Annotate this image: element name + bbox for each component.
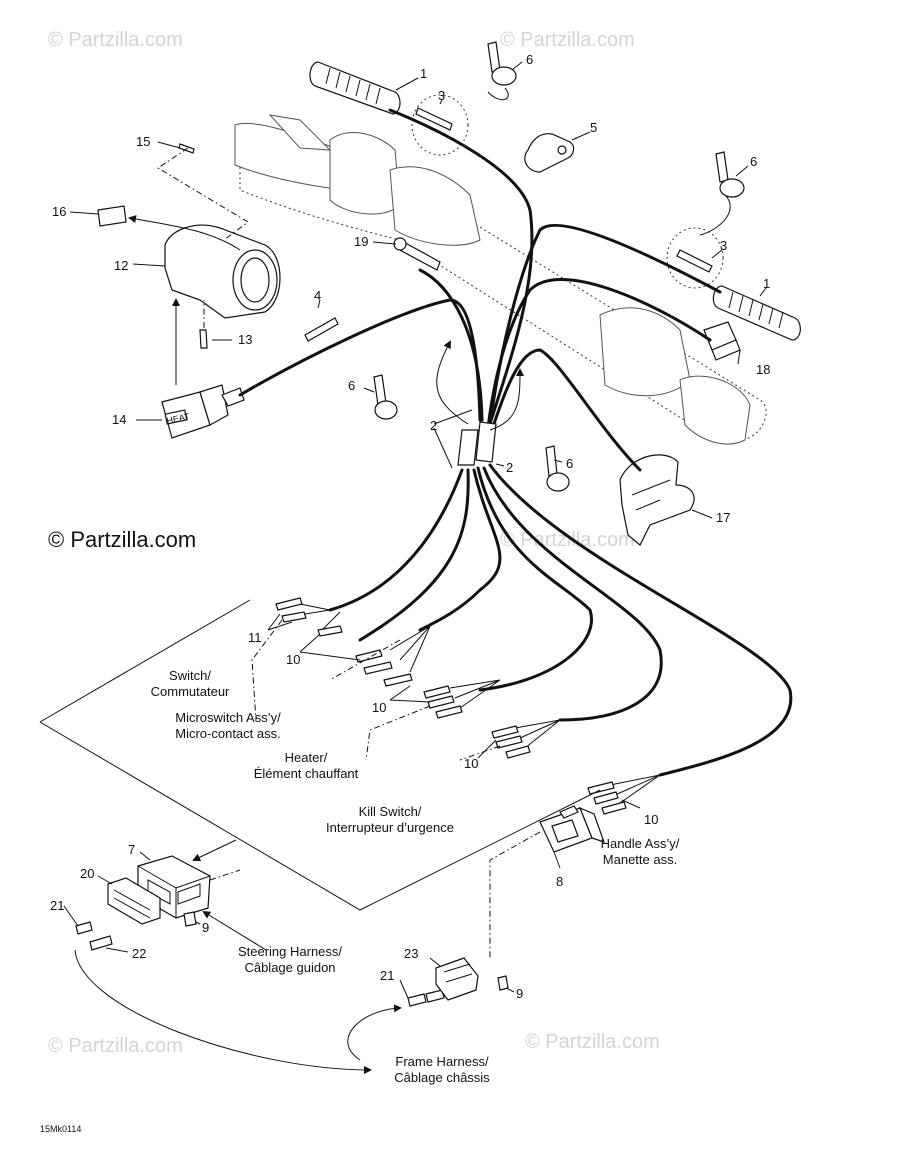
connector-23 — [435, 957, 479, 1001]
cable-tie-left — [373, 374, 398, 420]
caption-steering-en: Steering Harness/ — [238, 944, 342, 959]
assembly-lines — [157, 147, 541, 960]
callout-22: 22 — [132, 946, 146, 961]
captions: Switch/ Commutateur Microswitch Ass’y/ M… — [151, 668, 680, 1085]
callout-numbers: 1 1 2 2 3 3 4 5 6 6 6 6 7 8 9 9 10 10 10… — [50, 52, 770, 1001]
heat-switch-icon: HEAT — [166, 411, 191, 426]
leader-lines — [63, 61, 767, 1074]
terminal-22 — [89, 935, 113, 951]
callout-23: 23 — [404, 946, 418, 961]
caption-kill-en: Kill Switch/ — [359, 804, 422, 819]
callout-6-left: 6 — [348, 378, 355, 393]
callout-1-left: 1 — [420, 66, 427, 81]
callout-10-d: 10 — [464, 756, 478, 771]
watermark-main: © Partzilla.com — [48, 527, 196, 552]
caption-frame-fr: Câblage châssis — [394, 1070, 490, 1085]
watermark-mid-right: © Partzilla.com — [500, 529, 635, 551]
callout-6-top: 6 — [526, 52, 533, 67]
terminal-21-right-b — [425, 989, 445, 1003]
watermark-bottom-right: © Partzilla.com — [525, 1031, 660, 1053]
caption-switch-en: Switch/ — [169, 668, 211, 683]
callout-11: 11 — [248, 630, 262, 645]
drawing-code: 15Mk0114 — [40, 1124, 81, 1134]
callout-14: 14 — [112, 412, 126, 427]
heater-housing — [164, 224, 281, 319]
callout-10-e: 10 — [644, 812, 658, 827]
connector-8 — [539, 805, 605, 853]
callout-8: 8 — [556, 874, 563, 889]
nameplate — [97, 205, 127, 227]
sleeve — [304, 317, 339, 342]
bolt-9-right — [497, 975, 509, 991]
caption-heater-en: Heater/ — [285, 750, 328, 765]
connector-20 — [107, 877, 161, 925]
callout-9-left: 9 — [202, 920, 209, 935]
tie-loop-right — [699, 194, 731, 236]
bolt-9-left — [183, 911, 197, 927]
callout-10-b: 10 — [372, 700, 386, 715]
terminal-21-left — [75, 921, 93, 935]
control-connector-18 — [703, 321, 741, 361]
caption-heater-fr: Élément chauffant — [254, 766, 359, 781]
caption-handle-en: Handle Ass’y/ — [601, 836, 680, 851]
cable-tie-top — [487, 41, 517, 86]
handlebar-outline — [234, 114, 767, 445]
callout-19: 19 — [354, 234, 368, 249]
callout-13: 13 — [238, 332, 252, 347]
watermark-top-right: © Partzilla.com — [500, 29, 635, 51]
throttle-handle — [619, 454, 695, 546]
caption-steering-fr: Câblage guidon — [244, 960, 335, 975]
caption-handle-fr: Manette ass. — [603, 852, 677, 867]
terminal-21-right — [407, 993, 427, 1007]
callout-7: 7 — [128, 842, 135, 857]
wire-harness — [238, 108, 793, 804]
callout-21-right: 21 — [380, 968, 394, 983]
indicator-bulb — [393, 237, 441, 271]
ground-plane — [39, 599, 601, 911]
callout-2-left: 2 — [430, 418, 437, 433]
callout-18: 18 — [756, 362, 770, 377]
pin-left — [411, 94, 469, 156]
tie-loop-top — [487, 87, 509, 101]
caption-kill-fr: Interrupteur d’urgence — [326, 820, 454, 835]
cable-tie-right — [715, 151, 745, 198]
callout-15: 15 — [136, 134, 150, 149]
callout-20: 20 — [80, 866, 94, 881]
callout-3-right: 3 — [720, 238, 727, 253]
grip-heater-left — [309, 61, 401, 115]
callout-5: 5 — [590, 120, 597, 135]
pin-right — [666, 227, 724, 289]
callout-6-mid: 6 — [566, 456, 573, 471]
caption-frame-en: Frame Harness/ — [395, 1054, 489, 1069]
callout-17: 17 — [716, 510, 730, 525]
callout-6-right: 6 — [750, 154, 757, 169]
heat-switch: HEAT — [161, 384, 245, 439]
caption-microswitch-en: Microswitch Ass’y/ — [175, 710, 281, 725]
callout-21-left: 21 — [50, 898, 64, 913]
screw-small — [199, 329, 208, 349]
callout-4: 4 — [314, 288, 321, 303]
callout-3-left: 3 — [438, 88, 445, 103]
clamp — [524, 133, 575, 173]
watermark-bottom-left: © Partzilla.com — [48, 1035, 183, 1057]
callout-1-right: 1 — [763, 276, 770, 291]
cable-tie-mid — [545, 445, 570, 492]
watermark-top-left: © Partzilla.com — [48, 29, 183, 51]
callout-10-a: 10 — [286, 652, 300, 667]
terminals — [275, 597, 627, 815]
caption-microswitch-fr: Micro-contact ass. — [175, 726, 280, 741]
callout-9-right: 9 — [516, 986, 523, 1001]
caption-switch-fr: Commutateur — [151, 684, 230, 699]
callout-16: 16 — [52, 204, 66, 219]
callout-12: 12 — [114, 258, 128, 273]
callout-2-right: 2 — [506, 460, 513, 475]
